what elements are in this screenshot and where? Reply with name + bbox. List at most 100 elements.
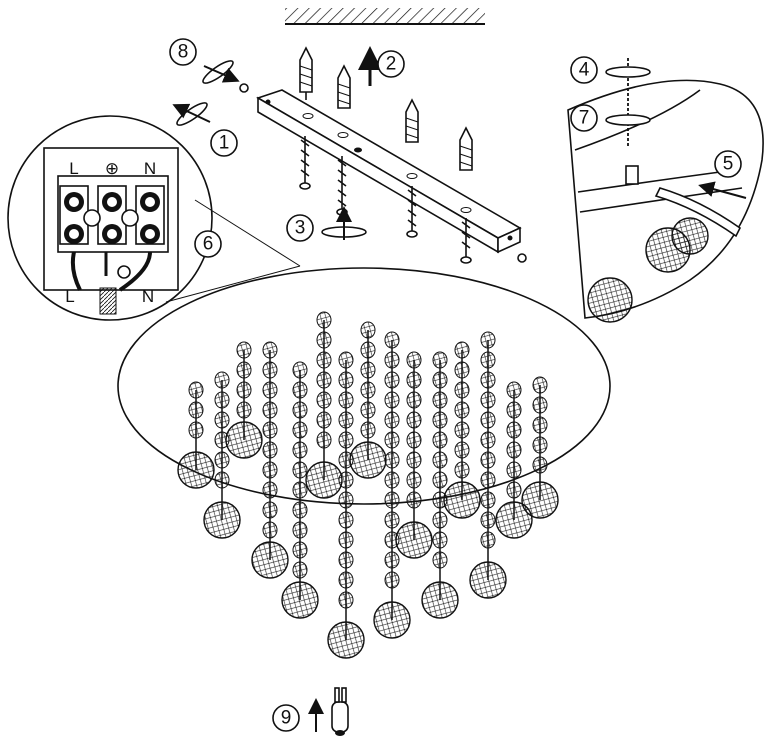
crystal-bead [214,411,230,429]
crystal-bead [384,391,400,409]
crystal-bead [432,411,448,429]
crystal-drop [395,521,433,559]
crystal-bead [236,381,252,399]
crystal-bead [506,421,522,439]
crystal-bead [384,491,400,509]
crystal-bead [262,341,278,359]
crystal-bead [384,411,400,429]
terminal-label-neutral: N [144,159,156,178]
crystal-bead [360,341,376,359]
crystal-bead [454,381,470,399]
crystal-bead [432,531,448,549]
step-9: 9 [272,704,300,732]
crystal-bead [292,361,308,379]
crystal-bead [360,401,376,419]
svg-text:2: 2 [386,54,397,75]
crystal-bead [338,471,354,489]
crystal-bead [532,456,548,474]
crystal-bead [262,521,278,539]
crystal-bead [292,401,308,419]
ceiling-hatch-icon [285,8,485,25]
crystal-bead [506,441,522,459]
crystal-bead [360,421,376,439]
svg-text:4: 4 [579,60,590,81]
crystal-bead [338,531,354,549]
crystal-drop [349,441,387,479]
crystal-bead [292,441,308,459]
crystal-bead [236,401,252,419]
crystal-bead [360,321,376,339]
crystal-bead [262,361,278,379]
crystal-bead [532,436,548,454]
crystal-bead [454,361,470,379]
crystal-bead [214,471,230,489]
step-6: 6 [194,230,222,258]
svg-text:7: 7 [579,108,590,129]
crystal-drop [469,561,507,599]
crystal-bead [338,351,354,369]
crystal-bead [292,461,308,479]
crystal-bead [292,421,308,439]
crystal-bead [338,371,354,389]
crystal-drop [443,481,481,519]
svg-text:6: 6 [203,234,214,255]
crystal-bead [262,421,278,439]
crystal-bead [406,351,422,369]
crystal-bead [532,376,548,394]
step-5: 5 [714,150,742,178]
crystal-bead [188,401,204,419]
canopy-detail-inset [567,58,764,319]
crystal-bead [338,551,354,569]
crystal-bead [316,411,332,429]
crystal-bead [236,361,252,379]
crystal-bead [214,371,230,389]
crystal-bead [384,431,400,449]
crystal-bead [292,541,308,559]
step-2: 2 [377,50,405,78]
crystal-bead [236,341,252,359]
crystal-bead [384,571,400,589]
crystal-bead [506,461,522,479]
crystal-bead [406,471,422,489]
crystal-bead [480,451,496,469]
crystal-bead [292,501,308,519]
crystal-bead [292,561,308,579]
crystal-drop [671,217,709,255]
crystal-bead [480,371,496,389]
crystal-bead [262,481,278,499]
step-1: 1 [210,129,238,157]
crystal-bead [432,391,448,409]
crystal-bead [214,451,230,469]
crystal-bead [338,391,354,409]
crystal-bead [292,481,308,499]
crystal-bead [262,501,278,519]
crystal-bead [262,461,278,479]
crystal-bead [406,491,422,509]
crystal-bead [262,441,278,459]
crystal-bead [214,391,230,409]
crystal-drop [281,581,319,619]
crystal-bead [506,401,522,419]
crystal-bead [316,431,332,449]
crystal-bead [454,401,470,419]
crystal-drop [373,601,411,639]
svg-text:3: 3 [295,218,306,239]
crystal-bead [406,411,422,429]
crystal-bead [406,391,422,409]
crystal-bead [384,511,400,529]
crystal-bead [506,381,522,399]
crystal-drop [203,501,241,539]
g9-bulb-icon [308,687,349,736]
crystal-bead [532,416,548,434]
crystal-bead [316,311,332,329]
wall-plug-icon [299,46,473,171]
crystal-bead [188,381,204,399]
crystal-bead [316,331,332,349]
crystal-bead [292,521,308,539]
crystal-bead [432,471,448,489]
crystal-bead [188,421,204,439]
crystal-bead [480,471,496,489]
crystal-drop [587,277,633,323]
